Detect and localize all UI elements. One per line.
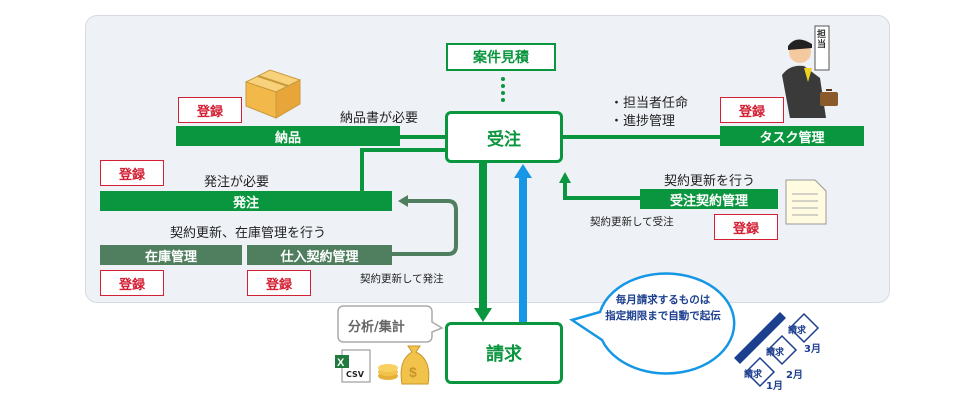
label-keiyaku-zaiko: 契約更新、在庫管理を行う (170, 226, 327, 241)
register-button-shiire[interactable]: 登録 (247, 270, 311, 296)
label-seikyu-small-3: 請求 (788, 326, 807, 336)
node-juchu[interactable]: 受注 (445, 111, 563, 163)
label-auto-line2: 指定期限まで自動で起伝 (605, 310, 721, 322)
node-juchu-keiyaku[interactable]: 受注契約管理 (640, 189, 778, 209)
line-keiyaku-juchu (563, 182, 640, 200)
register-button-task[interactable]: 登録 (720, 97, 784, 123)
arrowhead-juchu-blue (514, 164, 532, 178)
arrowhead-seikyu (474, 308, 492, 322)
line-shiire-hatchu (392, 199, 458, 256)
line-juchu-hatchu (360, 148, 447, 192)
node-anken[interactable]: 案件見積 (446, 43, 556, 71)
arrowhead-juchu-keiyaku (559, 172, 571, 183)
register-button-hatchu[interactable]: 登録 (100, 160, 164, 186)
label-seikyu-small-1: 請求 (744, 370, 763, 380)
label-auto-line1: 毎月請求するものは (615, 294, 711, 306)
node-task[interactable]: タスク管理 (720, 126, 864, 146)
node-hatchu[interactable]: 発注 (100, 191, 392, 211)
node-zaiko[interactable]: 在庫管理 (100, 245, 242, 265)
label-bunseki: 分析/集計 (348, 320, 405, 335)
label-month-3: 3月 (804, 344, 821, 355)
label-hatchu-hitsuyo: 発注が必要 (204, 175, 270, 190)
node-shiire[interactable]: 仕入契約管理 (247, 245, 392, 265)
node-seikyu[interactable]: 請求 (445, 322, 563, 384)
label-shinchoku: ・進捗管理 (610, 114, 676, 129)
arrowhead-hatchu (398, 195, 408, 207)
label-keiyaku-koushin: 契約更新を行う (664, 174, 756, 189)
label-tanto: ・担当者任命 (610, 96, 689, 111)
label-keiyaku-juchu: 契約更新して受注 (590, 216, 674, 228)
label-month-2: 2月 (786, 370, 803, 381)
label-csv: CSV (346, 370, 364, 379)
register-button-juchu-keiyaku[interactable]: 登録 (714, 214, 778, 240)
node-nohin[interactable]: 納品 (176, 126, 400, 146)
badge-tanto: 担当 (817, 30, 827, 50)
label-seikyu-small-2: 請求 (766, 348, 785, 358)
label-month-1: 1月 (766, 381, 783, 392)
register-button-nohin[interactable]: 登録 (178, 97, 242, 123)
register-button-zaiko[interactable]: 登録 (100, 270, 164, 296)
label-nohinsho: 納品書が必要 (340, 111, 419, 126)
label-keiyaku-hatchu: 契約更新して発注 (360, 273, 444, 285)
